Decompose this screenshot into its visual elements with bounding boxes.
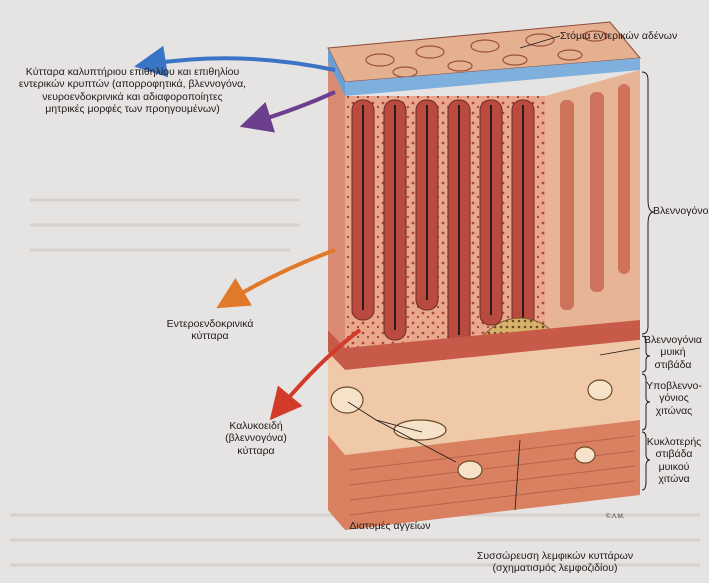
label-line: Υποβλεννο-: [643, 380, 705, 392]
label-line: (σχηματισμός λεμφοζιδίου): [470, 562, 640, 574]
label-line: Βλεννογόνος: [653, 205, 709, 217]
label-line: νευροενδοκρινικά και αδιαφοροποίητες: [10, 91, 255, 103]
label-line: Κύτταρα καλυπτήριου επιθηλίου και επιθηλ…: [10, 66, 255, 78]
label-enteroendocrine: Εντεροενδοκρινικά κύτταρα: [155, 318, 265, 343]
label-circular-layer: Κυκλοτερής στιβάδα μυικού χιτώνα: [643, 436, 705, 486]
label-line: Στόμια εντερικών αδένων: [560, 30, 677, 42]
label-line: γόνιος: [643, 392, 705, 404]
label-line: μυική: [640, 346, 706, 358]
label-goblet-cells: Καλυκοειδή (βλεννογόνα) κύτταρα: [210, 420, 302, 457]
label-line: Κυκλοτερής: [643, 436, 705, 448]
label-line: κύτταρα: [155, 330, 265, 342]
label-mucosa: Βλεννογόνος: [653, 205, 709, 217]
label-line: χιτώνα: [643, 473, 705, 485]
label-lymphoid: Συσσώρευση λεμφικών κυττάρων (σχηματισμό…: [470, 550, 640, 575]
label-line: Διατομές αγγείων: [330, 520, 450, 532]
label-line: μυικού: [643, 461, 705, 473]
label-crypt-openings: Στόμια εντερικών αδένων: [560, 30, 677, 42]
label-line: εντερικών κρυπτών (απορροφητικά, βλεννογ…: [10, 78, 255, 90]
artist-signature: ©.Λ.Μ.: [606, 513, 625, 520]
label-line: στιβάδα: [643, 448, 705, 460]
label-line: Εντεροενδοκρινικά: [155, 318, 265, 330]
label-epithelium-cells: Κύτταρα καλυπτήριου επιθηλίου και επιθηλ…: [10, 66, 255, 116]
label-submucosa: Υποβλεννο- γόνιος χιτώνας: [643, 380, 705, 417]
label-line: χιτώνας: [643, 405, 705, 417]
mucosa-front-face: [328, 62, 345, 348]
label-vessels: Διατομές αγγείων: [330, 520, 450, 532]
label-line: Συσσώρευση λεμφικών κυττάρων: [470, 550, 640, 562]
label-muscularis-mucosae: Βλεννογόνια μυική στιβάδα: [640, 334, 706, 371]
label-line: κύτταρα: [210, 445, 302, 457]
label-line: στιβάδα: [640, 359, 706, 371]
label-line: μητρικές μορφές των προηγουμένων): [10, 103, 255, 115]
label-line: Καλυκοειδή: [210, 420, 302, 432]
label-line: Βλεννογόνια: [640, 334, 706, 346]
label-line: (βλεννογόνα): [210, 432, 302, 444]
